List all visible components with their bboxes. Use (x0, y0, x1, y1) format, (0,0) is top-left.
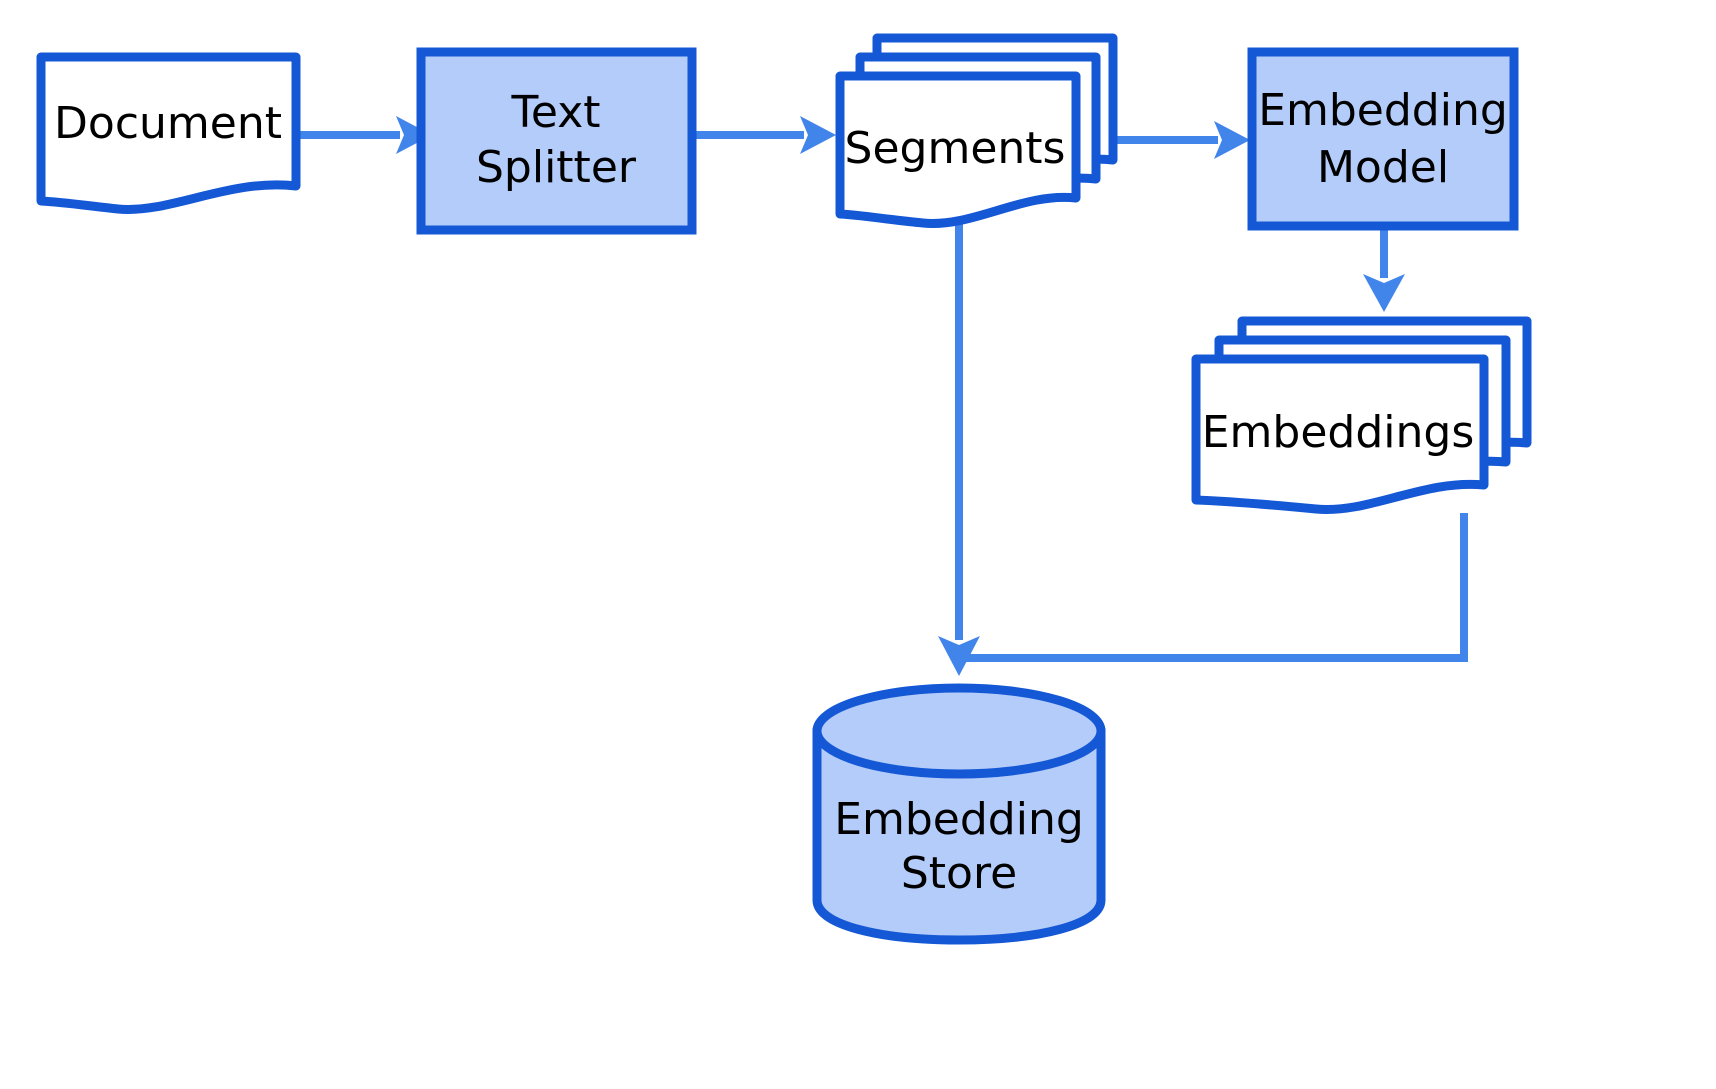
arrow-head-icon (800, 116, 836, 154)
text-splitter-label-line1: Text (511, 87, 601, 138)
edge-model-to-embeddings (1363, 226, 1405, 312)
embedding-model-label-line2: Model (1317, 142, 1449, 193)
arrow-head-icon (1214, 121, 1250, 159)
segments-label: Segments (845, 123, 1066, 174)
edge-segments-to-model (1117, 121, 1250, 159)
embeddings-sheet-front-icon (1191, 354, 1489, 514)
node-document[interactable]: Document (36, 52, 301, 214)
embedding-store-label-line2: Store (901, 848, 1017, 899)
node-text-splitter[interactable]: Text Splitter (416, 47, 697, 235)
arrow-head-icon (1363, 274, 1405, 312)
edge-document-to-splitter (296, 116, 432, 154)
text-splitter-shape (416, 47, 697, 235)
embedding-store-body-icon (812, 725, 1106, 945)
edge-embeddings-to-store (959, 513, 1468, 662)
edge-line (959, 513, 1468, 662)
edge-segments-to-store (938, 215, 980, 676)
document-label: Document (54, 98, 282, 149)
node-embedding-store[interactable]: Embedding Store (812, 683, 1106, 945)
embedding-store-top-icon (812, 683, 1106, 779)
node-embeddings[interactable]: Embeddings (1191, 316, 1532, 514)
embedding-model-label-line1: Embedding (1258, 85, 1508, 136)
arrow-head-icon (396, 116, 432, 154)
arrow-head-icon (938, 636, 980, 676)
document-shape-icon (36, 52, 301, 214)
text-splitter-label-line2: Splitter (476, 142, 637, 193)
edge-splitter-to-segments (692, 116, 836, 154)
embedding-store-label-line1: Embedding (834, 794, 1084, 845)
segments-sheet-front-icon (835, 71, 1081, 228)
embedding-model-shape (1247, 47, 1519, 231)
node-embedding-model[interactable]: Embedding Model (1247, 47, 1519, 231)
node-segments[interactable]: Segments (835, 33, 1118, 228)
embeddings-label: Embeddings (1202, 407, 1475, 458)
